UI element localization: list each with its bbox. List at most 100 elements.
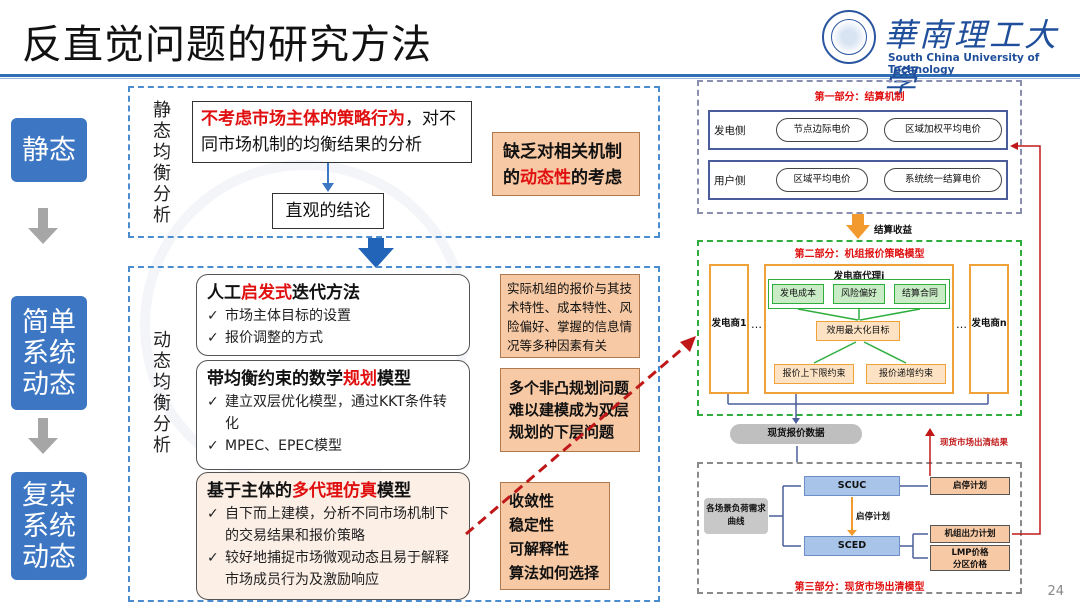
check-icon: ✓ (207, 394, 219, 410)
user-side-row (708, 160, 1008, 200)
challenge-item: 可解释性 (509, 540, 570, 558)
page-number: 24 (1047, 584, 1064, 599)
part3-title: 第三部分：现货市场出清模型 (794, 582, 925, 593)
method-programming-card: 带均衡约束的数学规划模型 ✓建立双层优化模型，通过KKT条件转化 ✓MPEC、E… (196, 360, 470, 470)
risk-box: 风险偏好 (833, 284, 885, 304)
static-desc-rest: ，对不同市场机制的均衡结果的分析 (201, 109, 456, 155)
spot-bid-data: 现货报价数据 (730, 424, 862, 444)
check-icon: ✓ (207, 308, 219, 324)
load-curve-box: 各场景负荷需求曲线 (704, 498, 768, 534)
static-lack-note: 缺乏对相关机制的动态性的考虑 (492, 132, 640, 196)
m2-red: 规划 (343, 369, 377, 389)
check-icon: ✓ (207, 550, 219, 566)
static-side-label: 静态均衡分析 (153, 100, 171, 226)
stage-simple-dynamic: 简单系统动态 (11, 296, 87, 410)
settle-income-label: 结算收益 (874, 225, 913, 236)
part2-box (697, 240, 1022, 416)
challenge-item: 稳定性 (509, 516, 555, 534)
zone-price-label: 分区价格 (952, 560, 987, 570)
challenge-item: 算法如何选择 (509, 564, 600, 582)
page-title: 反直觉问题的研究方法 (22, 22, 432, 68)
lack-text-2a: 的 (503, 168, 520, 188)
check-icon: ✓ (207, 330, 219, 346)
lack-text-2b: 的考虑 (571, 168, 622, 188)
part1-box (697, 80, 1022, 214)
m3-item: ✓自下而上建模，分析不同市场机制下的交易结果和报价策略 (207, 503, 459, 547)
max-objective-box: 效用最大化目标 (816, 321, 900, 341)
part3-connectors (769, 446, 928, 559)
challenge-item: 收敛性 (509, 492, 555, 510)
down-arrow-icon (28, 418, 58, 454)
link-arrow-icon (465, 336, 696, 536)
zone-avg-pill: 区域加权平均电价 (884, 118, 1002, 142)
feedback-arrow-icon (1010, 142, 1041, 535)
down-arrow-icon (28, 208, 58, 244)
m3-t2: 模型 (377, 481, 411, 501)
note-nonconvex: 多个非凸规划问题难以建模成为双层规划的下层问题 (500, 368, 640, 452)
clear-result-arrow-icon (925, 428, 935, 476)
price-box: LMP价格分区价格 (930, 545, 1010, 571)
part1-title: 第一部分：结算机制 (814, 92, 905, 103)
static-arrow-icon (322, 163, 334, 192)
commit-mid-label: 启停计划 (856, 512, 891, 522)
sys-price-pill: 系统统一结算电价 (884, 168, 1002, 192)
gen-side-row (708, 110, 1008, 150)
m3-t1: 基于主体的 (207, 481, 292, 501)
method-agent-card: 基于主体的多代理仿真模型 ✓自下而上建模，分析不同市场机制下的交易结果和报价策略… (196, 472, 470, 600)
ellipsis-right: … (956, 318, 967, 331)
ellipsis-left: … (751, 318, 762, 331)
agent-connectors (797, 308, 921, 364)
university-seal-icon (822, 10, 876, 64)
agent-i-box (764, 264, 954, 394)
m1-red: 启发式 (241, 283, 292, 303)
static-conclusion: 直观的结论 (272, 193, 384, 229)
big-down-arrow-icon (358, 238, 394, 268)
check-icon: ✓ (207, 438, 219, 454)
contract-box: 结算合同 (894, 284, 946, 304)
lack-text-1: 缺乏对相关机制 (503, 142, 622, 162)
header-divider (0, 74, 1080, 77)
gen-1-box: 发电商1 (709, 264, 749, 394)
header-divider-thin (0, 78, 1080, 79)
user-side-label: 用户侧 (714, 175, 746, 187)
part2-title: 第二部分：机组报价策略模型 (794, 249, 925, 260)
m1-item: ✓市场主体目标的设置 (207, 305, 459, 327)
stage-static: 静态 (11, 118, 87, 182)
output-plan-box: 机组出力计划 (930, 525, 1010, 543)
dynamic-analysis-box (128, 266, 660, 602)
scuc-box: SCUC (804, 476, 900, 496)
static-desc-red: 不考虑市场主体的策略行为 (201, 109, 405, 129)
sced-box: SCED (804, 536, 900, 556)
m3-red: 多代理仿真 (292, 481, 377, 501)
m1-item: ✓报价调整的方式 (207, 327, 459, 349)
bid-collect-lines (727, 394, 989, 424)
method-heuristic-card: 人工启发式迭代方法 ✓市场主体目标的设置 ✓报价调整的方式 (196, 274, 470, 356)
orange-down-arrow-icon (846, 214, 870, 239)
static-analysis-box (128, 86, 660, 238)
factor-group (768, 279, 950, 309)
m1-t2: 迭代方法 (292, 283, 360, 303)
lmp-pill: 节点边际电价 (776, 118, 868, 142)
m2-item: ✓MPEC、EPEC模型 (207, 435, 459, 457)
m1-t1: 人工 (207, 283, 241, 303)
m2-t2: 模型 (377, 369, 411, 389)
m3-item: ✓较好地捕捉市场微观动态且易于解释市场成员行为及激励响应 (207, 547, 459, 591)
check-icon: ✓ (207, 506, 219, 522)
gen-side-label: 发电侧 (714, 125, 746, 137)
lmp-price-label: LMP价格 (951, 548, 989, 558)
clear-result-label: 现货市场出清结果 (940, 438, 1009, 448)
university-name-en: South China University of Technology (888, 52, 1040, 76)
part3-box (697, 462, 1022, 594)
m2-t1: 带均衡约束的数学 (207, 369, 343, 389)
lack-text-red: 动态性 (520, 168, 571, 188)
commit-plan-box: 启停计划 (930, 477, 1010, 495)
bid-limit-box: 报价上下限约束 (774, 364, 854, 384)
gen-n-box: 发电商n (969, 264, 1009, 394)
stage-complex-dynamic: 复杂系统动态 (11, 472, 87, 580)
m2-item: ✓建立双层优化模型，通过KKT条件转化 (207, 391, 459, 435)
note-challenges: 收敛性 稳定性 可解释性 算法如何选择 (500, 482, 610, 590)
cost-box: 发电成本 (772, 284, 824, 304)
note-bid-factors: 实际机组的报价与其技术特性、成本特性、风险偏好、掌握的信息情况等多种因素有关 (500, 274, 640, 358)
agent-i-label: 发电商代理i (833, 271, 885, 282)
bid-inc-box: 报价递增约束 (866, 364, 946, 384)
